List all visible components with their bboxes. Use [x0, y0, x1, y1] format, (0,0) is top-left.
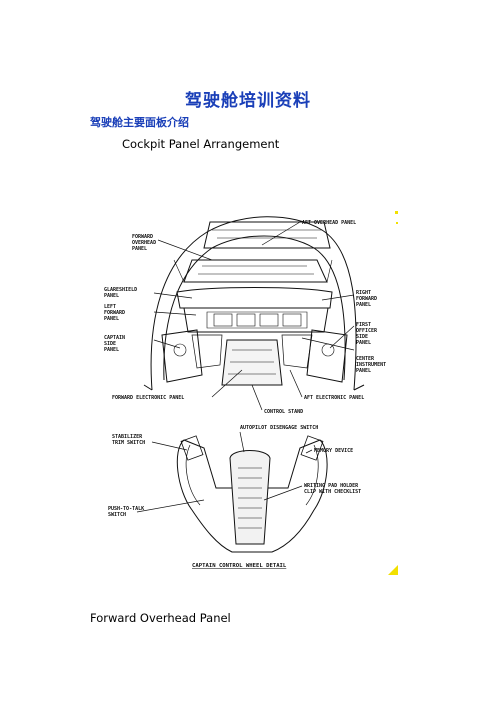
label-captain-control-wheel-detail: CAPTAIN CONTROL WHEEL DETAIL: [192, 563, 287, 569]
yellow-marker-dot-top: [395, 211, 398, 214]
cockpit-panel-figure: FORWARD OVERHEAD PANEL AFT OVERHEAD PANE…: [92, 200, 406, 582]
label-right-forward-panel-3: PANEL: [356, 302, 371, 308]
label-left-forward-panel-3: PANEL: [104, 316, 119, 322]
section-heading: Cockpit Panel Arrangement: [122, 137, 280, 151]
label-autopilot-disengage-switch: AUTOPILOT DISENGAGE SWITCH: [240, 425, 318, 431]
label-first-officer-side-panel-1: FIRST: [356, 322, 371, 328]
label-aft-overhead-panel: AFT OVERHEAD PANEL: [302, 220, 356, 226]
label-first-officer-side-panel-4: PANEL: [356, 340, 371, 346]
label-center-instrument-panel-1: CENTER: [356, 356, 375, 362]
label-stabilizer-trim-switch-1: STABILIZER: [112, 434, 143, 440]
label-glareshield-panel-1: GLARESHIELD: [104, 287, 137, 293]
label-first-officer-side-panel-3: SIDE: [356, 334, 368, 340]
label-captain-side-panel-1: CAPTAIN: [104, 335, 125, 341]
label-left-forward-panel-2: FORWARD: [104, 310, 125, 316]
label-writing-pad-holder-2: CLIP WITH CHECKLIST: [304, 489, 361, 495]
label-control-stand: CONTROL STAND: [264, 409, 303, 415]
label-left-forward-panel-1: LEFT: [104, 304, 116, 310]
label-aft-electronic-panel: AFT ELECTRONIC PANEL: [304, 395, 364, 401]
label-center-instrument-panel-2: INSTRUMENT: [356, 362, 386, 368]
label-forward-overhead-panel-3: PANEL: [132, 246, 147, 252]
document-title: 驾驶舱培训资料: [185, 91, 311, 111]
label-forward-overhead-panel-2: OVERHEAD: [132, 240, 156, 246]
next-section-heading: Forward Overhead Panel: [90, 611, 231, 625]
label-forward-electronic-panel: FORWARD ELECTRONIC PANEL: [112, 395, 184, 401]
yellow-marker-dot-mid: [396, 222, 398, 224]
label-push-to-talk-switch-1: PUSH-TO-TALK: [108, 506, 144, 512]
label-stabilizer-trim-switch-2: TRIM SWITCH: [112, 440, 145, 446]
document-subtitle: 驾驶舱主要面板介绍: [90, 116, 189, 129]
label-first-officer-side-panel-2: OFFICER: [356, 328, 378, 334]
label-writing-pad-holder-1: WRITING PAD HOLDER: [304, 483, 359, 489]
label-memory-device: MEMORY DEVICE: [314, 448, 353, 454]
label-right-forward-panel-2: FORWARD: [356, 296, 377, 302]
cockpit-drawing: FORWARD OVERHEAD PANEL AFT OVERHEAD PANE…: [104, 216, 386, 569]
label-forward-overhead-panel-1: FORWARD: [132, 234, 153, 240]
label-captain-side-panel-3: PANEL: [104, 347, 119, 353]
label-captain-side-panel-2: SIDE: [104, 341, 116, 347]
label-push-to-talk-switch-2: SWITCH: [108, 512, 126, 518]
label-center-instrument-panel-3: PANEL: [356, 368, 371, 374]
yellow-marker-corner: [388, 565, 398, 575]
label-glareshield-panel-2: PANEL: [104, 293, 119, 299]
label-right-forward-panel-1: RIGHT: [356, 290, 371, 296]
